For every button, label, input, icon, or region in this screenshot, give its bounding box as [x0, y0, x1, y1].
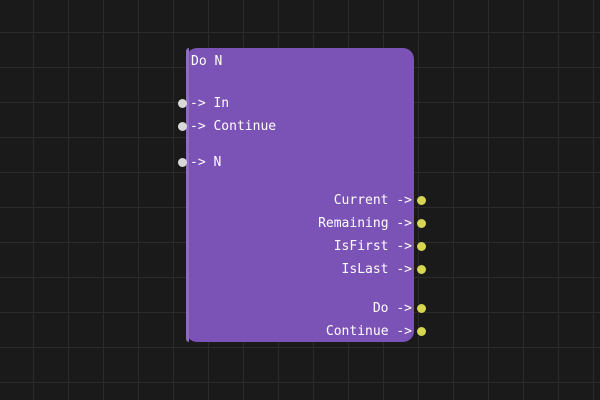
- output-row-remaining[interactable]: Remaining ->: [318, 216, 412, 231]
- output-row-do[interactable]: Do ->: [372, 301, 412, 316]
- output-row-isfirst[interactable]: IsFirst ->: [333, 239, 412, 254]
- output-row-continue[interactable]: Continue ->: [325, 324, 412, 339]
- output-pin-remaining[interactable]: [417, 219, 426, 228]
- input-pin-n[interactable]: [178, 158, 187, 167]
- output-row-current[interactable]: Current ->: [333, 193, 412, 208]
- output-pin-continue[interactable]: [417, 327, 426, 336]
- node-left-edge-strip: [186, 48, 189, 342]
- node-title: Do N: [191, 54, 223, 69]
- output-pin-isfirst[interactable]: [417, 242, 426, 251]
- output-row-islast[interactable]: IsLast ->: [341, 262, 412, 277]
- node-do-n[interactable]: Do N -> In -> Continue -> N Current -> Rema…: [186, 48, 414, 342]
- output-pin-islast[interactable]: [417, 265, 426, 274]
- input-row-in[interactable]: -> In: [190, 96, 230, 111]
- output-pin-do[interactable]: [417, 304, 426, 313]
- input-row-n[interactable]: -> N: [190, 155, 222, 170]
- input-row-continue[interactable]: -> Continue: [190, 119, 277, 134]
- input-pin-in[interactable]: [178, 99, 187, 108]
- input-pin-continue[interactable]: [178, 122, 187, 131]
- output-pin-current[interactable]: [417, 196, 426, 205]
